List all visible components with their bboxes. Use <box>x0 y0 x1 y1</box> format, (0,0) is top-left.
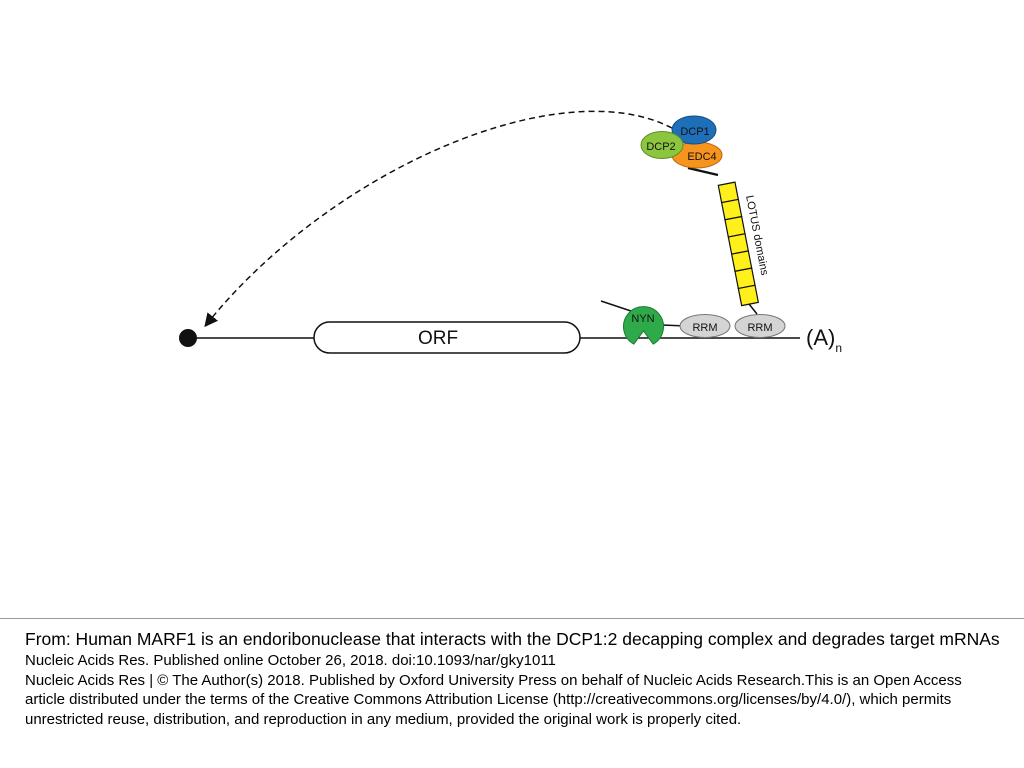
marf1-decapping-diagram: ORF RRM RRM NYN LOTUS domains EDC4 DCP1 … <box>179 110 842 355</box>
poly-a-subscript: n <box>835 341 842 355</box>
poly-a-label: (A)n <box>806 325 842 355</box>
dcp1-label: DCP1 <box>680 126 709 138</box>
rrm-lotus-linker <box>748 303 758 315</box>
lotus-domains <box>717 181 760 307</box>
edc4-label: EDC4 <box>687 151 716 163</box>
dcp1-protein <box>671 115 717 145</box>
caption-license-line: Nucleic Acids Res | © The Author(s) 2018… <box>25 671 962 728</box>
lotus-edc4-linker <box>687 166 719 177</box>
lotus-domain-7 <box>717 181 740 204</box>
five-prime-cap <box>179 329 197 347</box>
orf-box <box>313 321 581 354</box>
dcp2-protein <box>640 131 684 159</box>
rrm-domain-1 <box>679 314 731 338</box>
rrm-domain-2 <box>734 314 786 338</box>
rrm-2-label: RRM <box>747 322 772 334</box>
nyn-label: NYN <box>631 313 654 325</box>
caption-divider <box>0 618 1024 619</box>
figure-caption: From: Human MARF1 is an endoribonuclease… <box>25 628 1005 768</box>
decapping-arrow <box>204 110 673 328</box>
nyn-domain <box>623 306 664 345</box>
caption-journal-line: Nucleic Acids Res. Published online Octo… <box>25 652 556 669</box>
dcp2-label: DCP2 <box>646 141 675 153</box>
caption-from-line: From: Human MARF1 is an endoribonuclease… <box>25 629 1000 649</box>
orf-label: ORF <box>418 328 458 349</box>
rrm-1-label: RRM <box>692 322 717 334</box>
